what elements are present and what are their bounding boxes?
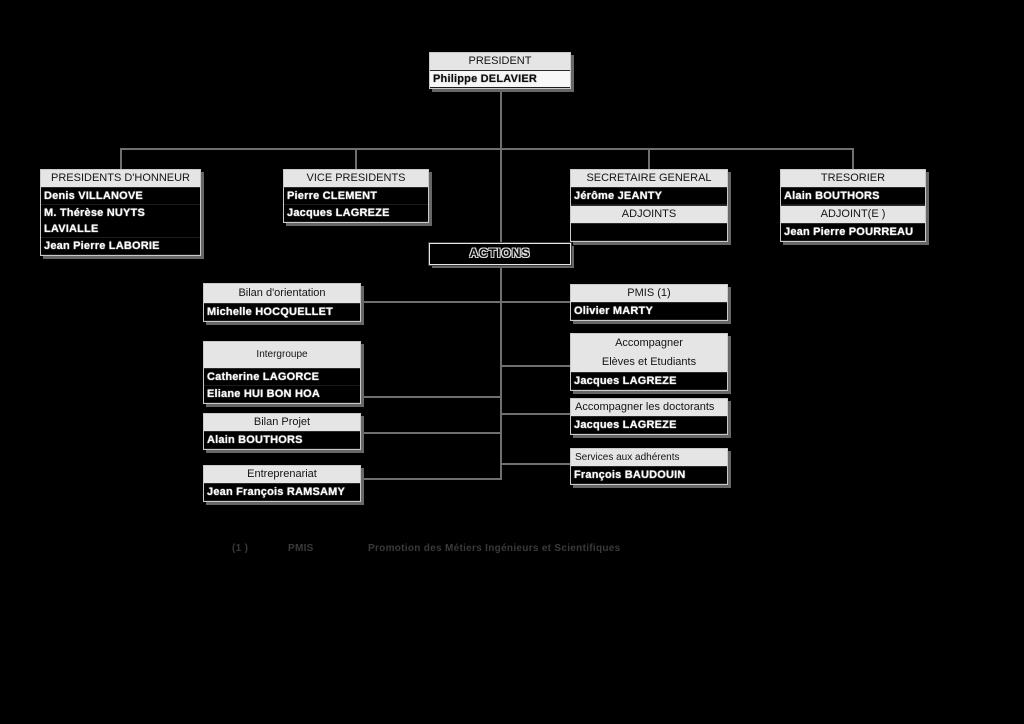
- connector-stub-services: [500, 463, 570, 465]
- footnote-definition: Promotion des Métiers Ingénieurs et Scie…: [368, 543, 621, 554]
- org-box-accompagner-eleves: Accompagner Elèves et Etudiants Jacques …: [570, 333, 728, 391]
- member-row: Denis VILLANOVE: [41, 188, 200, 205]
- vice-title: VICE PRESIDENTS: [284, 170, 428, 188]
- member-row: Jacques LAGREZE: [571, 417, 727, 434]
- org-box-president: PRESIDENT Philippe DELAVIER: [429, 52, 571, 89]
- connector-stub-doctorants: [500, 413, 570, 415]
- secretary-title: SECRETAIRE GENERAL: [571, 170, 727, 188]
- member-row: Olivier MARTY: [571, 303, 727, 320]
- box-title: Intergroupe: [204, 342, 360, 369]
- connector-drop-vice: [355, 148, 357, 169]
- member-row: Michelle HOCQUELLET: [204, 304, 360, 321]
- member-row: François BAUDOUIN: [571, 467, 727, 484]
- member-row: Alain BOUTHORS: [781, 188, 925, 205]
- box-title: Accompagner Elèves et Etudiants: [571, 334, 727, 373]
- box-title: Services aux adhérents: [571, 449, 727, 467]
- member-row: Jean Pierre POURREAU: [781, 224, 925, 241]
- member-row: Jean François RAMSAMY: [204, 484, 360, 501]
- box-title: PMIS (1): [571, 285, 727, 303]
- actions-banner: ACTIONS: [429, 243, 571, 265]
- member-row: Jérôme JEANTY: [571, 188, 727, 205]
- member-row: Pierre CLEMENT: [284, 188, 428, 205]
- connector-center-to-actions: [500, 148, 502, 243]
- connector-stub-bilan-orientation: [361, 301, 500, 303]
- president-title: PRESIDENT: [430, 53, 570, 71]
- member-row: Jacques LAGREZE: [571, 373, 727, 390]
- org-box-pmis: PMIS (1) Olivier MARTY: [570, 284, 728, 321]
- box-title: Bilan d'orientation: [204, 284, 360, 304]
- connector-actions-spine: [500, 265, 502, 480]
- box-title: Bilan Projet: [204, 414, 360, 432]
- member-row: Alain BOUTHORS: [204, 432, 360, 449]
- connector-stub-accompagner-eleves: [500, 365, 570, 367]
- honorary-title: PRESIDENTS D'HONNEUR: [41, 170, 200, 188]
- box-title: Accompagner les doctorants: [571, 399, 727, 417]
- member-row: Jacques LAGREZE: [284, 205, 428, 222]
- org-box-entreprenariat: Entreprenariat Jean François RAMSAMY: [203, 465, 361, 502]
- org-box-services-adherents: Services aux adhérents François BAUDOUIN: [570, 448, 728, 485]
- org-box-tresorier: TRESORIER Alain BOUTHORS ADJOINT(E ) Jea…: [780, 169, 926, 242]
- member-row-empty: [571, 224, 727, 241]
- member-row: Catherine LAGORCE: [204, 369, 360, 386]
- connector-stub-entreprenariat: [361, 478, 500, 480]
- connector-president-down: [500, 86, 502, 148]
- org-box-accompagner-doctorants: Accompagner les doctorants Jacques LAGRE…: [570, 398, 728, 435]
- secretary-subtitle: ADJOINTS: [571, 205, 727, 224]
- footnote-marker: (1 ): [232, 543, 249, 554]
- connector-stub-bilan-projet: [361, 432, 500, 434]
- member-row: Jean Pierre LABORIE: [41, 238, 200, 255]
- connector-drop-secretary: [648, 148, 650, 169]
- org-box-vice-presidents: VICE PRESIDENTS Pierre CLEMENT Jacques L…: [283, 169, 429, 223]
- org-box-bilan-orientation: Bilan d'orientation Michelle HOCQUELLET: [203, 283, 361, 322]
- org-box-presidents-honneur: PRESIDENTS D'HONNEUR Denis VILLANOVE M. …: [40, 169, 201, 256]
- member-row: Eliane HUI BON HOA: [204, 386, 360, 403]
- treasurer-subtitle: ADJOINT(E ): [781, 205, 925, 224]
- org-box-bilan-projet: Bilan Projet Alain BOUTHORS: [203, 413, 361, 450]
- member-row: M. Thérèse NUYTS LAVIALLE: [41, 205, 200, 238]
- footnote-term: PMIS: [288, 543, 314, 554]
- connector-drop-honorary: [120, 148, 122, 169]
- connector-stub-intergroupe: [361, 396, 500, 398]
- treasurer-title: TRESORIER: [781, 170, 925, 188]
- box-title: Entreprenariat: [204, 466, 360, 484]
- connector-main-horizontal: [120, 148, 854, 150]
- president-name: Philippe DELAVIER: [430, 71, 570, 88]
- org-box-intergroupe: Intergroupe Catherine LAGORCE Eliane HUI…: [203, 341, 361, 404]
- connector-stub-pmis: [500, 301, 570, 303]
- connector-drop-treasurer: [852, 148, 854, 169]
- org-box-secretaire-general: SECRETAIRE GENERAL Jérôme JEANTY ADJOINT…: [570, 169, 728, 242]
